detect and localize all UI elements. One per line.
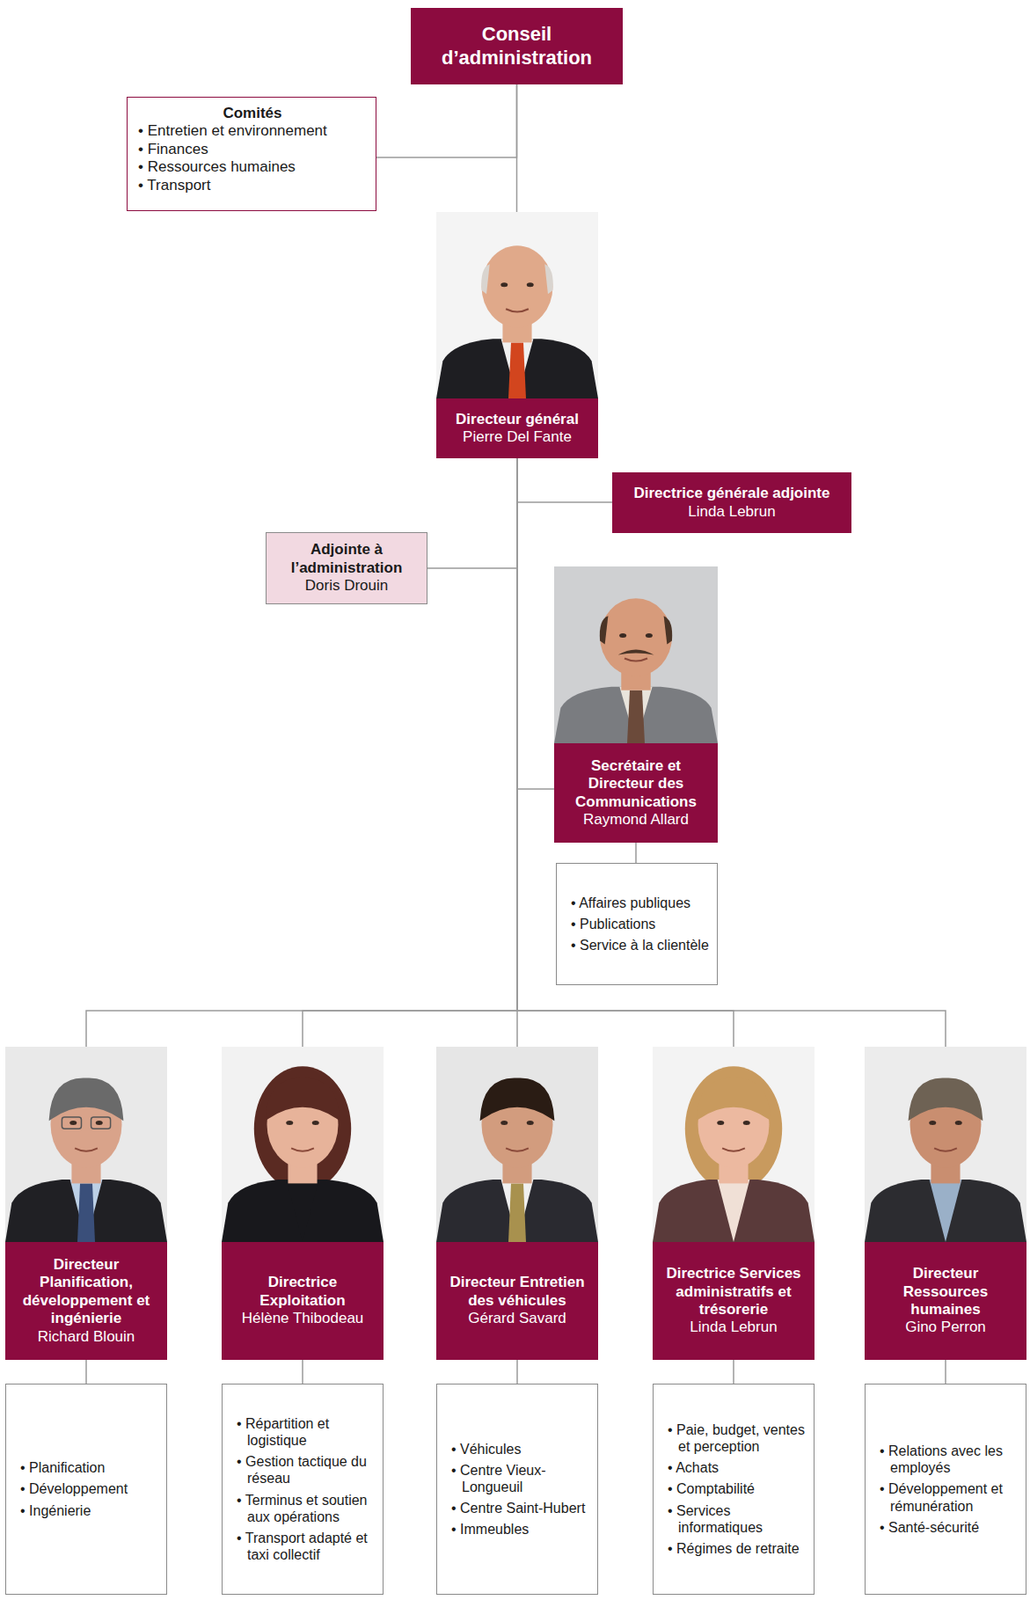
portrait-photo [864, 1046, 1027, 1242]
person-name: Doris Drouin [305, 577, 388, 595]
bullet-item: • Comptabilité [667, 1480, 807, 1498]
person-name: Hélène Thibodeau [241, 1309, 365, 1328]
bullet-item: • Véhicules [451, 1440, 591, 1458]
org-connector [516, 84, 519, 212]
bullet-item: • Ingénierie [20, 1502, 160, 1520]
bullet-item: • Terminus et soutien aux opérations [236, 1491, 376, 1526]
title-band: Directeur généralPierre Del Fante [436, 398, 599, 459]
person-name: Pierre Del Fante [462, 428, 572, 446]
role-title: Directeur Entretien des véhicules [443, 1273, 592, 1310]
bullet-item: • Entretien et environnement [138, 122, 367, 140]
bullet-item: • Relations avec les employés [879, 1442, 1019, 1476]
duties-list: • Affaires publiques • Publications • Serv… [555, 862, 718, 986]
role-title: Adjointe à l’administration [273, 540, 420, 578]
director-card: Directeur Ressources humainesGino Perron [864, 1046, 1027, 1360]
director-card: Directeur Entretien des véhiculesGérard … [436, 1046, 599, 1360]
bullet-item: • Achats [667, 1459, 807, 1476]
title-band: Directeur Entretien des véhiculesGérard … [436, 1241, 599, 1360]
portrait-photo [436, 1046, 599, 1242]
bullet-item: • Planification [20, 1459, 160, 1476]
title-band: Secrétaire et Directeur des Communicatio… [554, 743, 718, 843]
bullet-item: • Services informatiques [667, 1502, 807, 1536]
committee-box: Comités• Entretien et environnement• Fin… [126, 96, 377, 212]
bullet-item: • Affaires publiques [570, 894, 710, 912]
bullet-item: • Centre Saint-Hubert [451, 1499, 591, 1517]
director-card: Directeur généralPierre Del Fante [436, 211, 599, 459]
title-band: Directrice Services administratifs et tr… [652, 1241, 815, 1360]
bullet-item: • Paie, budget, ventes et perception [667, 1421, 807, 1455]
duties-list: • Répartition et logistique • Gestion tac… [221, 1383, 384, 1595]
org-connector [516, 1359, 519, 1384]
role-title: Directeur Planification, développement e… [12, 1256, 161, 1329]
title-band: Directeur Planification, développement e… [5, 1241, 168, 1360]
director-card: Directrice Services administratifs et tr… [652, 1046, 815, 1360]
bullet-item: • Service à la clientèle [570, 936, 710, 954]
org-connector [635, 842, 637, 863]
org-connector [86, 458, 518, 1047]
bullet-item: • Développement [20, 1480, 160, 1498]
org-connector [517, 458, 555, 789]
title-band: Directrice ExploitationHélène Thibodeau [221, 1241, 384, 1360]
bullet-item: • Gestion tactique du réseau [236, 1453, 376, 1487]
org-connector [517, 458, 946, 1047]
role-title: Directeur général [455, 410, 579, 429]
board-title: Conseil d’administration [417, 22, 616, 70]
bullet-item: • Répartition et logistique [236, 1415, 376, 1449]
role-title: Directrice Exploitation [228, 1273, 377, 1310]
org-connector [85, 1359, 88, 1384]
bullet-item: • Finances [138, 140, 367, 159]
person-name: Linda Lebrun [687, 503, 775, 521]
duties-list: • Paie, budget, ventes et perception • Ac… [652, 1383, 815, 1595]
director-card: Secrétaire et Directeur des Communicatio… [554, 566, 718, 843]
director-card: Directeur Planification, développement e… [5, 1046, 168, 1360]
org-connector [517, 458, 613, 503]
duties-list: • Relations avec les employés • Développe… [864, 1383, 1027, 1595]
person-name: Richard Blouin [37, 1328, 136, 1346]
bullet-item: • Régimes de retraite [667, 1540, 807, 1557]
bullet-item: • Transport adapté et taxi collectif [236, 1529, 376, 1564]
duties-list: • Véhicules • Centre Vieux-Longueuil • Cen… [436, 1383, 599, 1595]
bullet-item: • Immeubles [451, 1520, 591, 1538]
board-box: Conseil d’administration [410, 7, 623, 85]
role-title: Secrétaire et Directeur des Communicatio… [561, 757, 711, 811]
org-connector [427, 458, 518, 569]
bullet-item: • Publications [570, 915, 710, 933]
role-title: Directeur Ressources humaines [871, 1264, 1020, 1319]
org-connector [517, 458, 734, 1047]
role-box: Adjointe à l’administrationDoris Drouin [265, 532, 428, 605]
committee-heading: Comités [138, 104, 367, 123]
bullet-item: • Transport [138, 176, 367, 195]
org-connector [301, 1359, 304, 1384]
title-band: Directeur Ressources humainesGino Perron [864, 1241, 1027, 1360]
person-name: Raymond Allard [583, 810, 689, 829]
portrait-photo [652, 1046, 815, 1242]
portrait-photo [221, 1046, 384, 1242]
role-title: Directrice générale adjointe [634, 484, 831, 503]
org-connector [732, 1359, 735, 1384]
person-name: Gino Perron [905, 1318, 987, 1337]
org-connector [376, 84, 518, 158]
director-card: Directrice ExploitationHélène Thibodeau [221, 1046, 384, 1360]
portrait-photo [436, 211, 599, 399]
person-name: Gérard Savard [467, 1309, 567, 1328]
role-title: Directrice Services administratifs et tr… [659, 1264, 808, 1319]
bullet-item: • Développement et rémunération [879, 1480, 1019, 1514]
role-box: Directrice générale adjointeLinda Lebrun [612, 472, 852, 534]
portrait-photo [554, 566, 718, 744]
person-name: Linda Lebrun [689, 1318, 777, 1337]
bullet-item: • Santé-sécurité [879, 1519, 1019, 1536]
portrait-photo [5, 1046, 168, 1242]
org-connector [944, 1359, 947, 1384]
bullet-item: • Centre Vieux-Longueuil [451, 1461, 591, 1496]
bullet-item: • Ressources humaines [138, 158, 367, 176]
duties-list: • Planification • Développement • Ingénier… [5, 1383, 168, 1595]
